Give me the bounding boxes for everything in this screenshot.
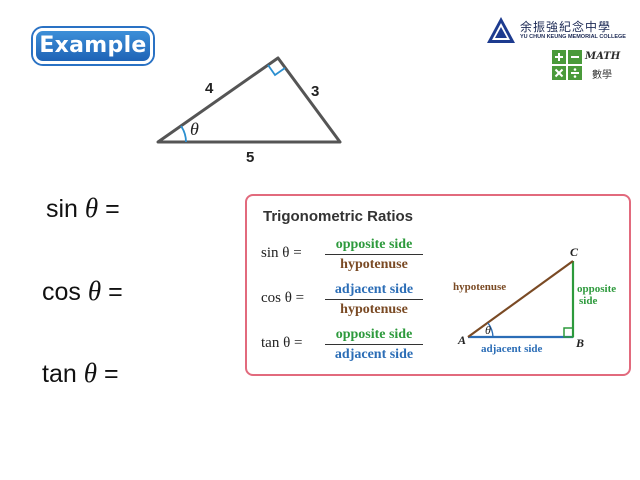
plus-minus-times-divide-icon [552,50,582,80]
side-label-bottom: 5 [246,149,254,166]
right-angle-marker [563,327,574,338]
tan-numerator: opposite side [335,327,413,342]
cos-fraction: adjacent side hypotenuse [325,281,423,318]
tan-fraction: opposite side adjacent side [325,326,423,363]
trig-ratios-title: Trigonometric Ratios [263,208,414,225]
tan-equation: tan θ = [42,358,119,389]
hypotenuse-line [467,260,574,338]
sin-var: θ [84,193,99,223]
hypotenuse-label: hypotenuse [453,281,506,293]
cos-eq: = [108,278,123,306]
fraction-bar [325,254,423,255]
right-angle-marker [267,64,286,77]
sin-equation: sin θ = [46,193,120,224]
right-triangle-diagram: A B C θ hypotenuse opposite side adjacen… [453,245,616,355]
diagram-angle-label: θ [485,323,491,337]
sin-denominator: hypotenuse [340,257,408,272]
tan-eq: = [103,360,119,388]
cos-ratio-row: cos θ = adjacent side hypotenuse [261,281,461,321]
angle-arc [180,125,187,143]
school-name-zh: 余振強紀念中學 [520,20,612,34]
cos-denominator: hypotenuse [340,302,408,317]
angle-label: θ [190,119,199,139]
math-label-zh: 數學 [592,70,612,81]
tan-var: θ [83,358,97,388]
school-header: 余振強紀念中學 YU CHUN KEUNG MEMORIAL COLLEGE [486,16,636,46]
vertex-c-label: C [570,245,579,259]
vertex-b-label: B [575,336,584,350]
sin-fraction: opposite side hypotenuse [325,236,423,273]
angle-arc [487,322,494,338]
adjacent-label: adjacent side [481,343,543,355]
side-label-left: 4 [205,80,214,97]
example-badge: Example [33,28,153,64]
math-badge: MATH 數學 [552,50,632,82]
fraction-bar [325,299,423,300]
school-name-en: YU CHUN KEUNG MEMORIAL COLLEGE [520,34,626,40]
tan-denominator: adjacent side [334,347,414,362]
tan-fn: tan [42,360,77,388]
sin-fn: sin [46,195,78,223]
opposite-label-line2: side [579,295,597,307]
example-triangle: 4 3 5 θ [156,56,342,166]
math-label-en: MATH [585,51,621,62]
school-crest-icon [487,17,515,43]
vertex-a-label: A [457,333,466,347]
sin-numerator: opposite side [335,237,413,252]
sin-eq: = [105,195,120,223]
side-label-right: 3 [311,83,319,100]
cos-numerator: adjacent side [334,282,414,297]
trig-ratios-card: Trigonometric Ratios sin θ = opposite si… [245,194,631,376]
cos-fn: cos [42,278,81,306]
cos-ratio-fn: cos θ = [261,290,305,306]
sin-ratio-row: sin θ = opposite side hypotenuse [261,236,461,276]
tan-ratio-row: tan θ = opposite side adjacent side [261,326,461,366]
fraction-bar [325,344,423,345]
tan-ratio-fn: tan θ = [261,335,303,351]
cos-equation: cos θ = [42,276,123,307]
opposite-label-line1: opposite [577,283,616,295]
cos-var: θ [87,276,102,306]
sin-ratio-fn: sin θ = [261,245,302,261]
